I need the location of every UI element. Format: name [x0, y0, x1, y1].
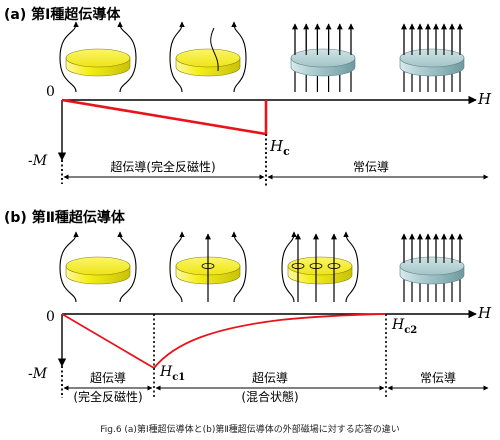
expelled-field-line-right [119, 23, 137, 93]
type2-region2-line2: (混合状態) [241, 389, 298, 404]
superconducting-disk-top [287, 256, 353, 276]
type1-disk-3 [290, 23, 356, 92]
expelled-field-line-right [233, 23, 247, 93]
superconducting-disk-top [65, 48, 131, 68]
type2-hc2-label: Hc2 [391, 317, 417, 336]
type1-disk-illustrations [59, 21, 465, 93]
expelled-field-line-right [119, 233, 137, 303]
type1-hc-label: Hc [269, 137, 290, 158]
type2-h-label: H [477, 304, 492, 322]
expelled-field-line-right [345, 233, 359, 303]
type2-region3-label: 常伝導 [420, 371, 456, 385]
type1-disk-1 [59, 21, 137, 93]
expelled-field-line-left [169, 233, 183, 303]
type1-h-label: H [477, 90, 492, 108]
type1-graph: 0 H -M Hc 超伝導(完全反磁性) 常伝導 [28, 84, 492, 186]
type2-disk-illustrations [59, 231, 465, 303]
type2-disk-3 [281, 231, 359, 303]
type1-title: (a) 第Ⅰ種超伝導体 [4, 6, 121, 23]
expelled-field-line-left [59, 23, 77, 93]
type2-region2-line1: 超伝導 [252, 370, 288, 385]
type2-disk-2 [169, 231, 247, 303]
expelled-field-line-left [59, 233, 77, 303]
type2-title: (b) 第Ⅱ種超伝導体 [4, 209, 126, 226]
type2-magnetization-curve [61, 313, 387, 370]
type2-minus-m-label: -M [28, 366, 48, 382]
normal-state-disk-top [399, 48, 465, 68]
type2-hc1-label: Hc1 [159, 364, 185, 383]
expelled-field-line-left [281, 233, 295, 303]
type2-region1-line1: 超伝導 [90, 370, 126, 385]
type1-region-normal: 常伝導 [353, 160, 389, 174]
penetrating-field-line [210, 27, 219, 72]
type1-disk-2 [169, 21, 247, 93]
normal-state-disk-top [399, 256, 465, 276]
type1-minus-m-label: -M [28, 153, 48, 169]
type1-magnetization-curve [61, 98, 268, 136]
type2-region1-line2: (完全反磁性) [73, 389, 142, 404]
expelled-field-line-right [233, 233, 247, 303]
superconducting-disk-top [175, 48, 241, 68]
type1-disk-4 [399, 23, 465, 92]
figure-caption: Fig.6 (a)第Ⅰ種超伝導体と(b)第Ⅱ種超伝導体の外部磁場に対する応答の違… [100, 423, 400, 435]
type1-region-superconducting: 超伝導(完全反磁性) [110, 159, 215, 174]
type2-graph: 0 H -M Hc1 Hc2 超伝導 (完全反磁性) 超伝導 (混合状態) 常伝… [28, 304, 492, 404]
type2-disk-1 [59, 231, 137, 303]
normal-state-disk-top [290, 48, 356, 68]
superconducting-disk-top [65, 256, 131, 276]
type2-zero-label: 0 [46, 309, 55, 325]
type1-zero-label: 0 [46, 84, 55, 100]
expelled-field-line-left [169, 23, 183, 93]
type2-disk-4 [399, 233, 465, 302]
